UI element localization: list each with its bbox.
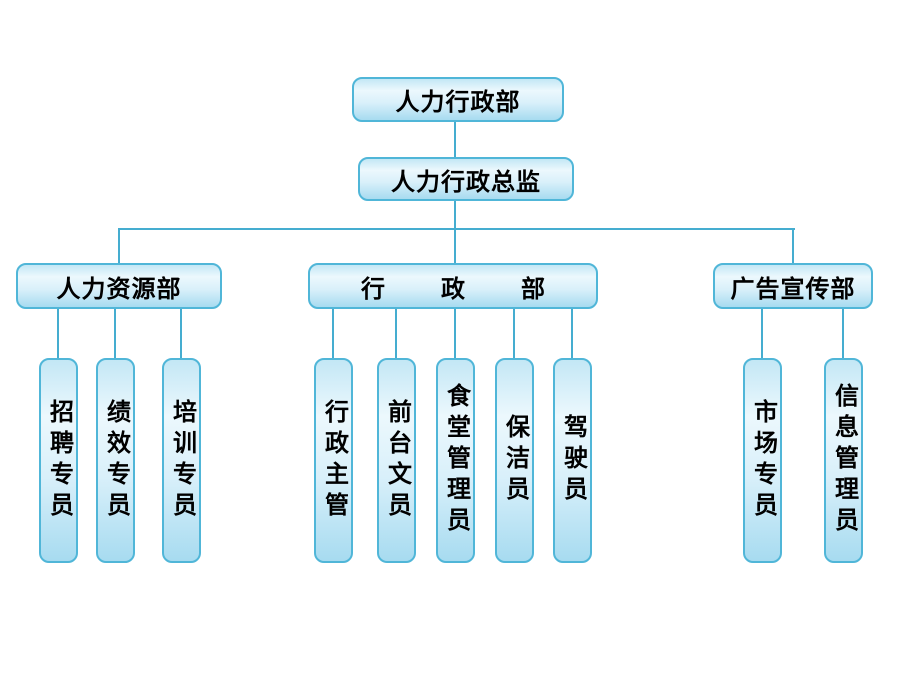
connector-info-manager — [842, 309, 844, 358]
connector-drop-ad-branch — [792, 230, 794, 263]
org-box-branch-ad-label: 广告宣传部 — [730, 276, 856, 303]
org-box-marketing-specialist: 市场专员 — [743, 358, 782, 563]
cleaner-label: 保洁员 — [501, 414, 528, 507]
marketing-specialist-label: 市场专员 — [749, 398, 776, 523]
performance-specialist-label: 绩效专员 — [102, 398, 129, 523]
org-box-driver: 驾驶员 — [553, 358, 592, 563]
org-box-canteen-manager: 食堂管理员 — [436, 358, 475, 563]
org-box-admin-supervisor: 行政主管 — [314, 358, 353, 563]
org-box-director: 人力行政总监 — [358, 157, 574, 201]
connector-cleaner — [513, 309, 515, 358]
connector-performance-specialist — [114, 309, 116, 358]
org-box-training-specialist: 培训专员 — [162, 358, 201, 563]
org-box-recruitment-specialist: 招聘专员 — [39, 358, 78, 563]
connector-marketing-specialist — [761, 309, 763, 358]
front-desk-clerk-label: 前台文员 — [383, 398, 410, 523]
org-box-branch-admin-label: 行政部 — [361, 276, 601, 303]
org-box-cleaner: 保洁员 — [495, 358, 534, 563]
driver-label: 驾驶员 — [559, 414, 586, 507]
connector-admin-supervisor — [332, 309, 334, 358]
org-box-director-label: 人力行政总监 — [391, 169, 541, 196]
connector-director-trunk — [454, 201, 456, 263]
org-box-branch-human-resources: 人力资源部 — [16, 263, 222, 309]
admin-supervisor-label: 行政主管 — [320, 398, 347, 523]
org-box-branch-administration: 行政部 — [308, 263, 598, 309]
info-manager-label: 信息管理员 — [830, 383, 857, 538]
org-box-info-manager: 信息管理员 — [824, 358, 863, 563]
connector-recruitment-specialist — [57, 309, 59, 358]
connector-drop-hr-branch — [118, 230, 120, 263]
connector-driver — [571, 309, 573, 358]
org-box-root-label: 人力行政部 — [395, 90, 521, 116]
connector-front-desk-clerk — [395, 309, 397, 358]
org-box-front-desk-clerk: 前台文员 — [377, 358, 416, 563]
connector-training-specialist — [180, 309, 182, 358]
org-box-branch-advertising: 广告宣传部 — [713, 263, 873, 309]
org-box-branch-hr-label: 人力资源部 — [56, 276, 182, 303]
connector-root-to-director — [454, 122, 456, 157]
org-box-root-department: 人力行政部 — [352, 77, 564, 122]
connector-branch-bus — [118, 228, 795, 230]
recruitment-specialist-label: 招聘专员 — [45, 398, 72, 523]
connector-canteen-manager — [454, 309, 456, 358]
training-specialist-label: 培训专员 — [168, 398, 195, 523]
org-box-performance-specialist: 绩效专员 — [96, 358, 135, 563]
canteen-manager-label: 食堂管理员 — [442, 383, 469, 538]
